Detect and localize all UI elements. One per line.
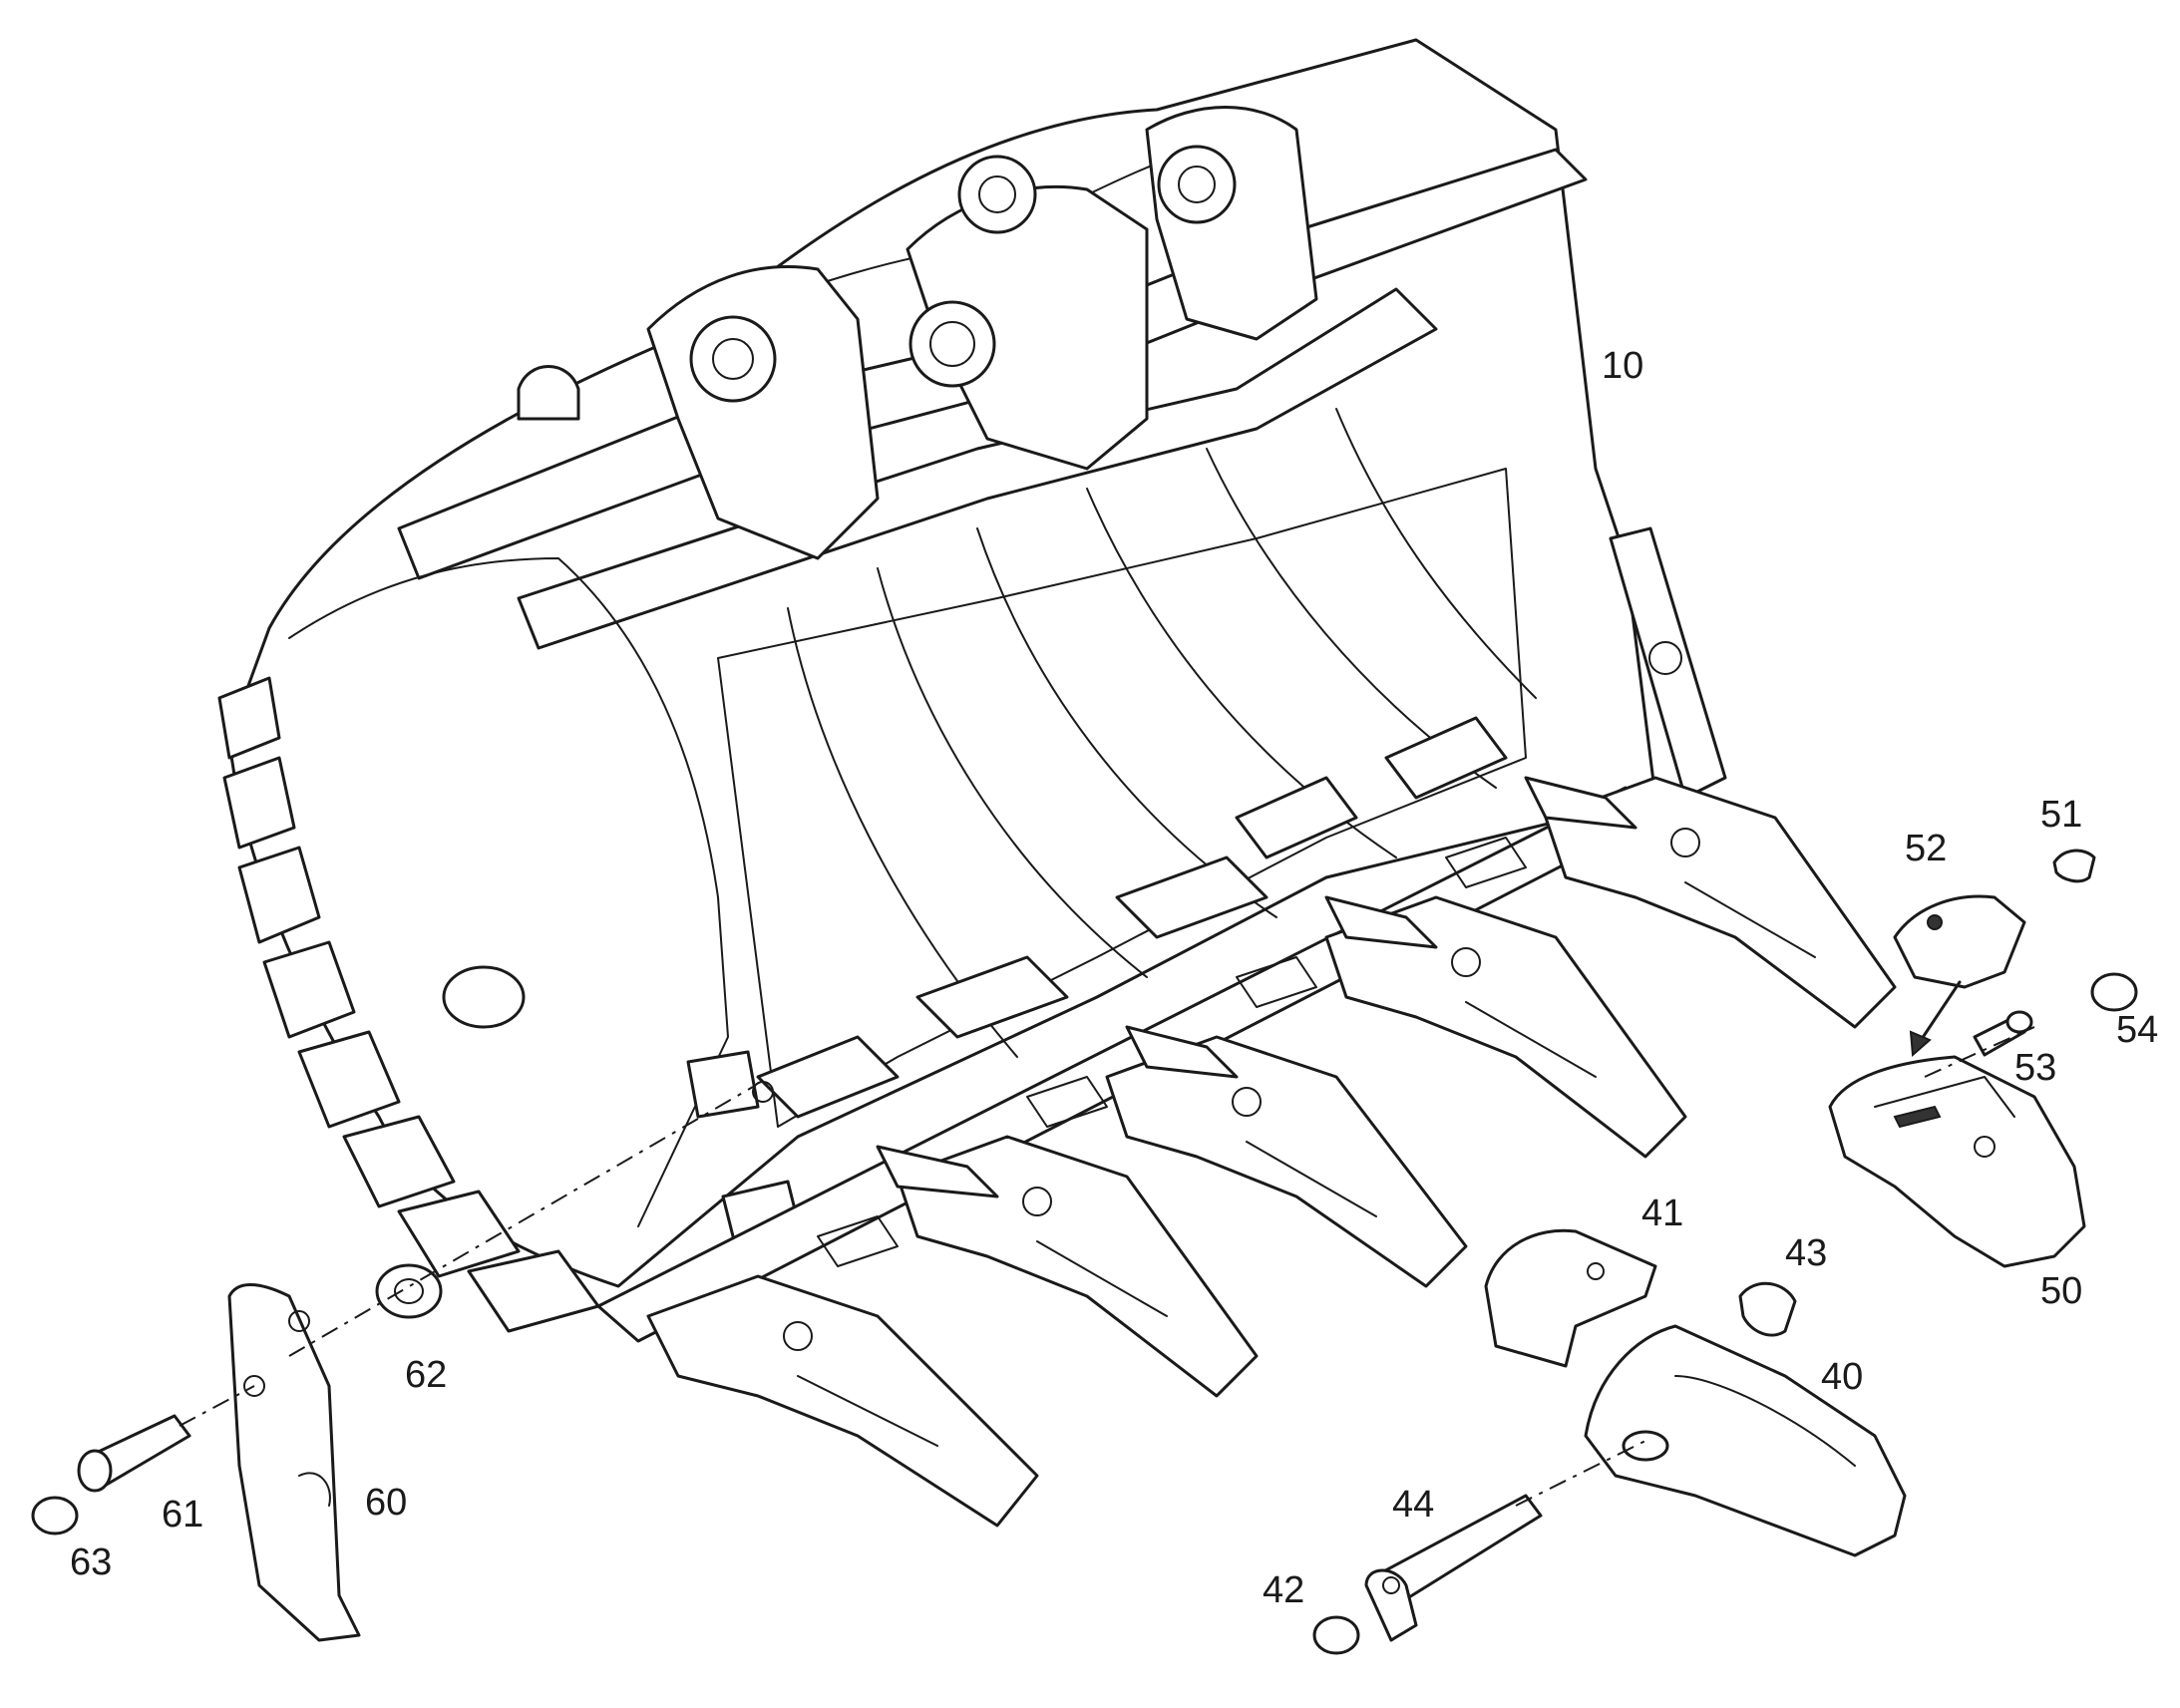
part-54-plug	[2090, 972, 2138, 1012]
callout-61: 61	[162, 1494, 204, 1536]
tooth-installed-2	[896, 1135, 1259, 1398]
callout-40: 40	[1821, 1356, 1864, 1398]
part-43-retainer	[1738, 1281, 1797, 1337]
callout-53: 53	[2014, 1047, 2057, 1089]
callout-63: 63	[70, 1541, 113, 1583]
centerline-61-60	[179, 1385, 255, 1427]
callout-44: 44	[1392, 1484, 1435, 1526]
part-60-side-protector	[227, 1282, 361, 1642]
part-52-wedge	[1893, 894, 2026, 989]
callout-43: 43	[1785, 1232, 1828, 1274]
part-42-plug	[1312, 1615, 1360, 1655]
part-51-clip	[2052, 849, 2096, 883]
callout-62: 62	[405, 1354, 448, 1396]
part-61-pin	[77, 1414, 191, 1493]
part-40-tooth	[1584, 1324, 1907, 1557]
part-41-cap	[1484, 1228, 1657, 1368]
tooth-installed-4	[1324, 895, 1687, 1159]
tooth-installed-1	[646, 1274, 1039, 1528]
arrowhead-52-to-50	[1909, 1030, 1932, 1058]
part-63-plug	[31, 1496, 79, 1536]
callout-10: 10	[1602, 345, 1644, 387]
arrow-52-to-50	[1918, 980, 1962, 1044]
callout-50: 50	[2040, 1270, 2083, 1312]
part-53-bolt	[1973, 1010, 2033, 1057]
bucket-body	[217, 38, 1727, 1343]
part-50-adapter	[1828, 1055, 2086, 1268]
callout-52: 52	[1905, 828, 1948, 869]
centerline-60-to-bucket	[288, 1086, 754, 1357]
callout-60: 60	[365, 1482, 408, 1524]
callout-41: 41	[1641, 1193, 1684, 1234]
installed-teeth	[646, 776, 1897, 1528]
callout-51: 51	[2040, 794, 2083, 836]
centerline-44-40	[1515, 1440, 1646, 1507]
tooth-installed-3	[1105, 1035, 1468, 1288]
callout-42: 42	[1263, 1569, 1305, 1611]
part-44-pin	[1364, 1494, 1543, 1642]
tooth-installed-5	[1544, 776, 1897, 1029]
callout-54: 54	[2116, 1009, 2159, 1051]
